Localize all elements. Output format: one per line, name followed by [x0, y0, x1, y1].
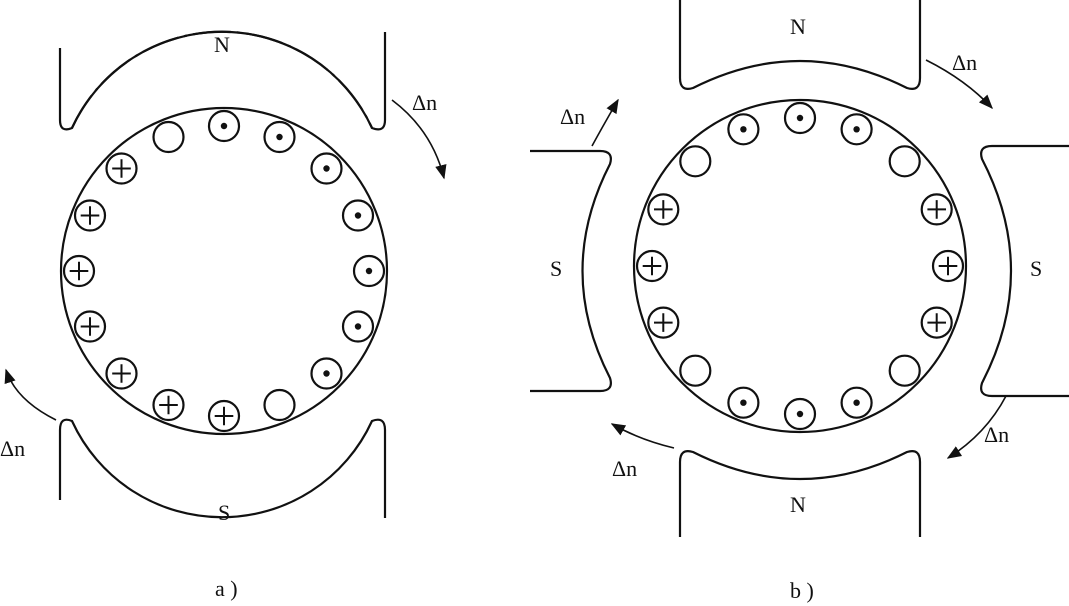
figure-a-conductor-cross	[207, 399, 241, 433]
figure-a-conductor-dot	[263, 120, 296, 154]
figure-b-conductor-empty	[679, 145, 712, 178]
figure-b-conductor-empty	[679, 354, 712, 387]
figure-b-arrow-bottom-left	[610, 423, 675, 449]
figure-b-caption: b )	[790, 578, 814, 603]
figure-b-conductor-cross	[920, 193, 953, 226]
figure-a-bottom-pole	[58, 418, 387, 519]
figure-b-right-pole	[980, 144, 1069, 398]
figure-b-arrow-bottom-right-label: Δn	[984, 422, 1009, 447]
figure-a-conductor-cross	[73, 310, 107, 343]
figure-b-conductor-cross	[635, 249, 669, 283]
figure-a-conductor-empty	[152, 120, 185, 154]
figure-b-conductor-empty	[888, 145, 921, 178]
figure-b-arrow-top-right	[925, 59, 993, 110]
figure-a-conductors	[62, 109, 386, 433]
figure-a: N S Δn Δn a )	[0, 30, 447, 601]
figure-b-arrow-bottom-right	[946, 395, 1007, 459]
figure-a-conductor-dot	[207, 109, 241, 143]
figure-a-arrow-right	[391, 99, 447, 180]
figure-b-arrow-top-right-label: Δn	[952, 50, 977, 75]
figure-b-conductor-dot	[840, 386, 873, 419]
figure-a-conductor-dot	[352, 254, 386, 288]
figure-b-pole-left-label: S	[550, 256, 562, 281]
figure-b-arrow-top-left-label: Δn	[560, 104, 585, 129]
figure-b-conductor-dot	[840, 113, 873, 146]
figure-a-conductor-dot	[310, 152, 343, 185]
figure-b-pole-top-label: N	[790, 14, 806, 39]
figure-b-conductor-cross	[920, 306, 953, 339]
figure-a-conductor-dot	[341, 310, 375, 343]
figure-b: N N S S Δn Δn Δn Δn b )	[530, 0, 1069, 603]
figure-b-rotor	[632, 98, 968, 434]
figure-a-conductor-cross	[152, 388, 185, 422]
figure-a-rotor	[59, 106, 389, 436]
figure-b-bottom-pole	[678, 450, 922, 537]
figure-a-conductor-cross	[105, 357, 138, 390]
figure-b-conductor-cross	[931, 249, 965, 283]
figure-a-conductor-dot	[310, 357, 343, 390]
figure-b-conductor-empty	[888, 354, 921, 387]
figure-b-pole-bottom-label: N	[790, 492, 806, 517]
figure-a-caption: a )	[215, 576, 238, 601]
figure-a-conductor-cross	[73, 199, 107, 232]
figure-b-pole-right-label: S	[1030, 256, 1042, 281]
figure-b-conductor-dot	[783, 101, 817, 135]
figure-b-arrow-top-left	[591, 98, 619, 147]
figure-a-conductor-dot	[341, 199, 375, 232]
figure-b-conductors	[635, 101, 965, 431]
figure-b-top-pole	[678, 0, 922, 90]
figure-b-conductor-dot	[727, 113, 760, 146]
figure-b-arrow-bottom-left-label: Δn	[612, 456, 637, 481]
figure-a-conductor-cross	[62, 254, 96, 288]
figure-b-conductor-cross	[647, 306, 680, 339]
figure-a-pole-bottom-label: S	[218, 500, 230, 525]
figure-b-left-pole	[530, 149, 612, 393]
figure-b-conductor-dot	[727, 386, 760, 419]
figure-b-conductor-cross	[647, 193, 680, 226]
figure-a-pole-top-label: N	[214, 32, 230, 57]
figure-b-conductor-dot	[783, 397, 817, 431]
figure-a-conductor-empty	[263, 388, 296, 422]
figure-a-arrow-left	[4, 368, 57, 421]
figure-a-conductor-cross	[105, 152, 138, 185]
figure-a-arrow-left-label: Δn	[0, 436, 25, 461]
figure-a-arrow-right-label: Δn	[412, 90, 437, 115]
